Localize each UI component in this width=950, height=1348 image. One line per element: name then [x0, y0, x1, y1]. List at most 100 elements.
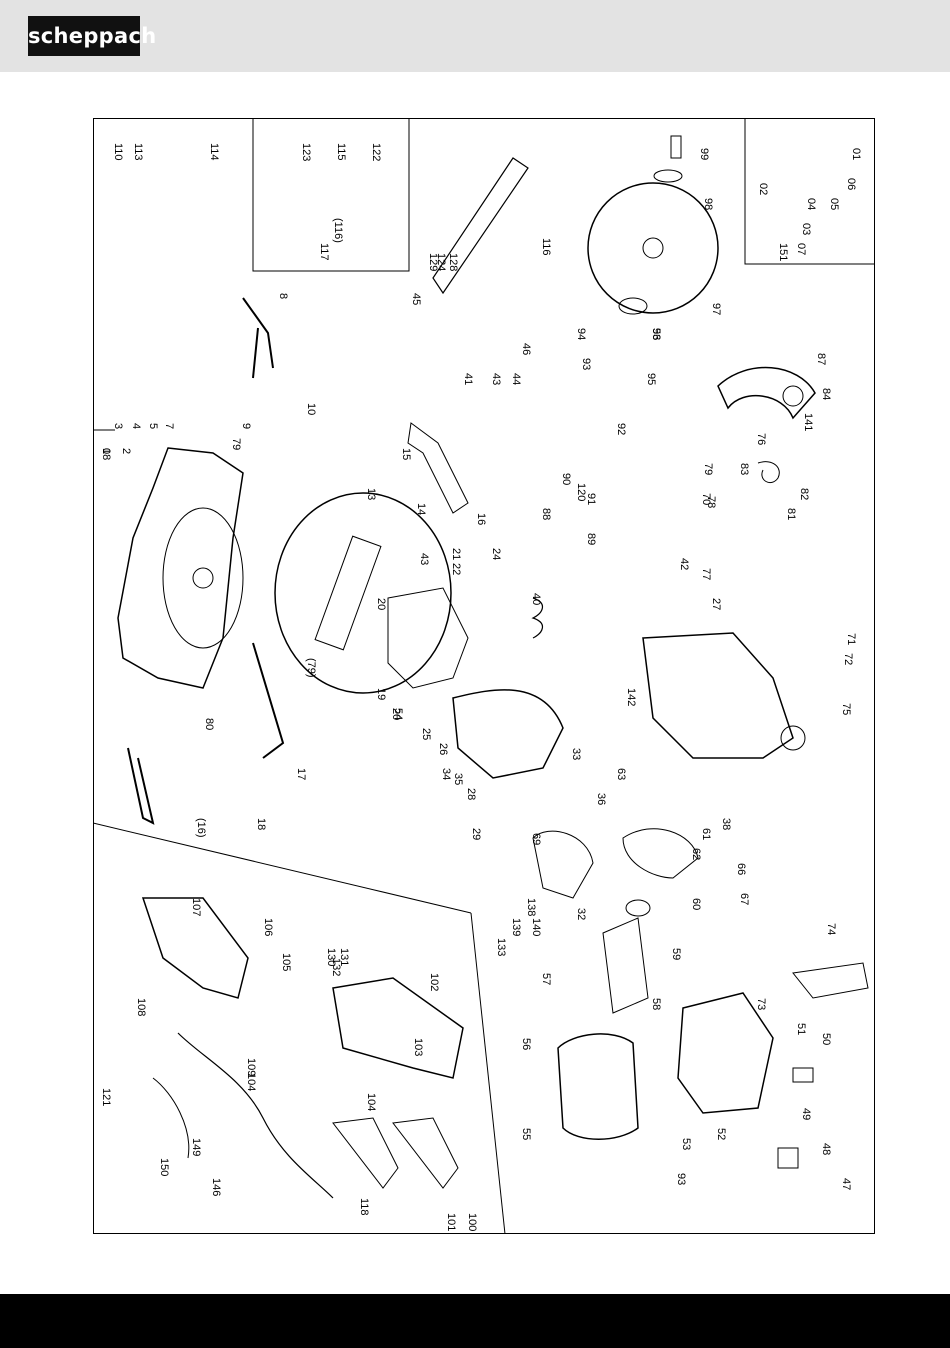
inset-box-handle-lock: [252, 118, 410, 272]
part-label: 10: [305, 403, 317, 415]
part-label: 33: [570, 748, 582, 760]
part-label: 140: [530, 918, 542, 936]
base-table: [117, 447, 244, 689]
part-label: 29: [470, 828, 482, 840]
part-label: 20: [375, 598, 387, 610]
part-label: 93: [580, 358, 592, 370]
part-label: 116: [540, 238, 552, 256]
stator: [557, 1033, 639, 1140]
part-label: 43: [490, 373, 502, 385]
blade-carrier: [432, 157, 529, 295]
motor-housing: [642, 632, 794, 759]
part-label: 47: [840, 1178, 852, 1190]
part-label: 118: [358, 1198, 370, 1216]
part-label: 115: [335, 143, 347, 161]
brush-holder: [777, 1147, 799, 1169]
part-label: 50: [820, 1033, 832, 1045]
part-label: 151: [777, 243, 789, 261]
part-label: 142: [625, 688, 637, 706]
part-label: 27: [710, 598, 722, 610]
part-label: 22: [450, 563, 462, 575]
part-label: 83: [738, 463, 750, 475]
guard-hub: [782, 385, 804, 407]
divider-line-lower-2: [470, 912, 506, 1234]
part-label: 48: [820, 1143, 832, 1155]
part-label: 79: [230, 438, 242, 450]
part-label: 129: [427, 253, 439, 271]
part-label: 8: [277, 293, 289, 299]
part-label: 117: [318, 243, 330, 261]
part-label: 02: [757, 183, 769, 195]
part-label: 01: [850, 148, 862, 160]
part-label: 102: [428, 973, 440, 991]
part-label: 66: [735, 863, 747, 875]
gear-housing: [622, 828, 699, 879]
part-label: 05: [828, 198, 840, 210]
part-label: 150: [158, 1158, 170, 1176]
blade-guard: [717, 366, 816, 420]
part-label: 124: [435, 253, 447, 271]
part-label: 84: [820, 388, 832, 400]
part-label: 110: [112, 143, 124, 161]
part-label: 138: [525, 898, 537, 916]
saw-blade: [587, 182, 719, 314]
part-label: 59: [670, 948, 682, 960]
part-label: 40: [530, 593, 542, 605]
diagram-frame: [93, 118, 875, 1234]
part-label: 104: [245, 1073, 257, 1091]
part-label: 61: [700, 828, 712, 840]
flange-inner: [618, 297, 648, 315]
part-label: 54: [392, 708, 404, 720]
part-label: 21: [450, 548, 462, 560]
part-label: 79: [702, 463, 714, 475]
part-label: 19: [375, 688, 387, 700]
part-label: 46: [520, 343, 532, 355]
part-label: 55: [520, 1128, 532, 1140]
part-label: 03: [800, 223, 812, 235]
part-label: 42: [678, 558, 690, 570]
pivot-bracket: [387, 587, 469, 689]
part-label: 93: [675, 1173, 687, 1185]
part-label: 06: [845, 178, 857, 190]
part-label: 149: [190, 1138, 202, 1156]
header-bar: scheppach: [0, 0, 950, 72]
part-label: 146: [210, 1178, 222, 1196]
part-label: 72: [842, 653, 854, 665]
part-label: 36: [595, 793, 607, 805]
extension-rod: [242, 297, 274, 379]
part-label: 123: [300, 143, 312, 161]
part-label: 35: [452, 773, 464, 785]
label-plate: [792, 1067, 814, 1083]
part-label: 63: [615, 768, 627, 780]
part-label: 90: [560, 473, 572, 485]
gear-cover: [532, 830, 594, 899]
part-label: 122: [370, 143, 382, 161]
part-label: 7: [163, 423, 175, 429]
bearing: [625, 899, 651, 917]
handle-left-shell: [141, 897, 249, 999]
part-label: 100: [466, 1213, 478, 1231]
part-label: 4: [130, 423, 142, 429]
part-label: 34: [440, 768, 452, 780]
part-label: 17: [295, 768, 307, 780]
part-label: 121: [100, 1088, 112, 1106]
tilt-arm: [452, 689, 564, 779]
part-label: 18: [255, 818, 267, 830]
part-label: 08: [100, 448, 112, 460]
part-label: 14: [415, 503, 427, 515]
part-label: 20: [390, 708, 402, 720]
part-label: 28: [465, 788, 477, 800]
handle-cover-101: [392, 1117, 459, 1189]
part-label: 101: [445, 1213, 457, 1231]
part-label: 70: [700, 493, 712, 505]
part-label: 139: [510, 918, 522, 936]
part-label: 26: [437, 743, 449, 755]
part-label: 96: [650, 328, 662, 340]
part-label: 91: [585, 493, 597, 505]
part-label: 74: [825, 923, 837, 935]
part-label: 89: [585, 533, 597, 545]
part-label: 53: [650, 328, 662, 340]
part-label: 130: [325, 948, 337, 966]
